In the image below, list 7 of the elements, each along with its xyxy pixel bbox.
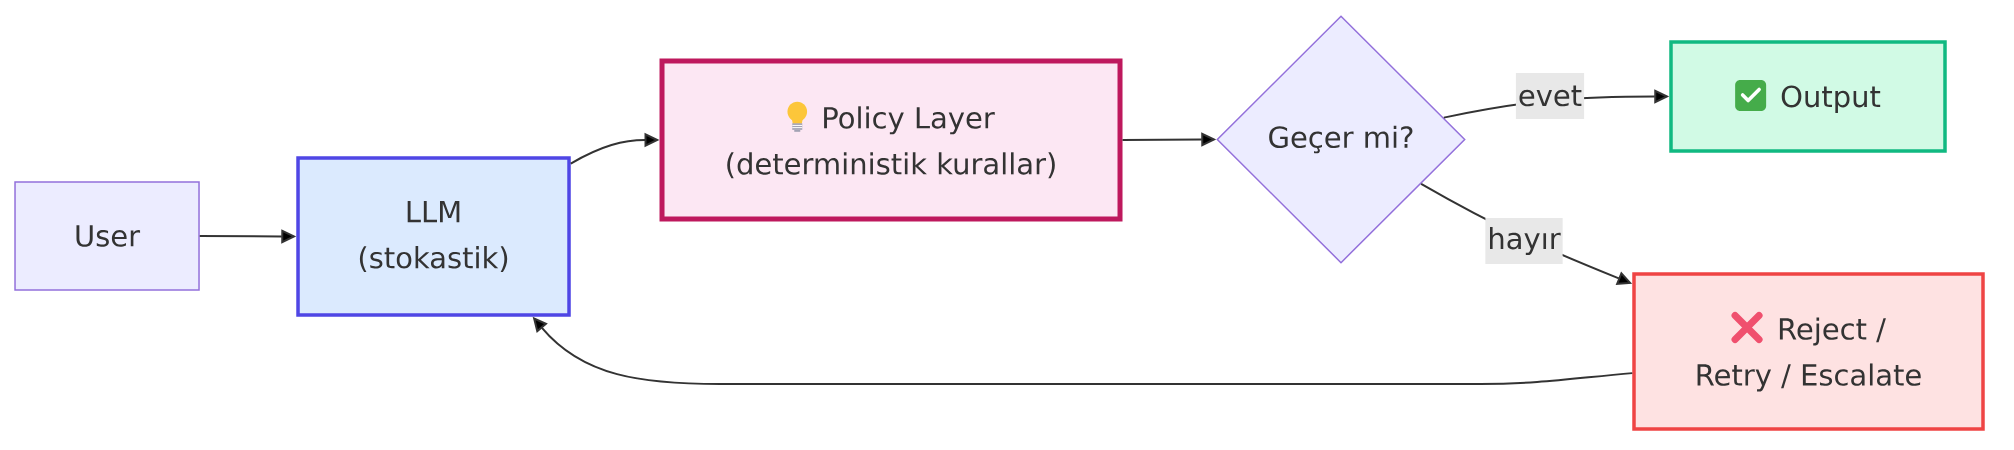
process-box: Reject / Retry / Escalate	[1632, 272, 1985, 431]
process-box: LLM (stokastik)	[296, 156, 571, 317]
process-box: User	[14, 181, 200, 291]
edge-label: hayır	[1485, 218, 1563, 264]
process-box: Policy Layer (deterministik kurallar)	[659, 58, 1123, 222]
process-box: Output	[1669, 40, 1947, 153]
edge-label: evet	[1515, 73, 1585, 119]
